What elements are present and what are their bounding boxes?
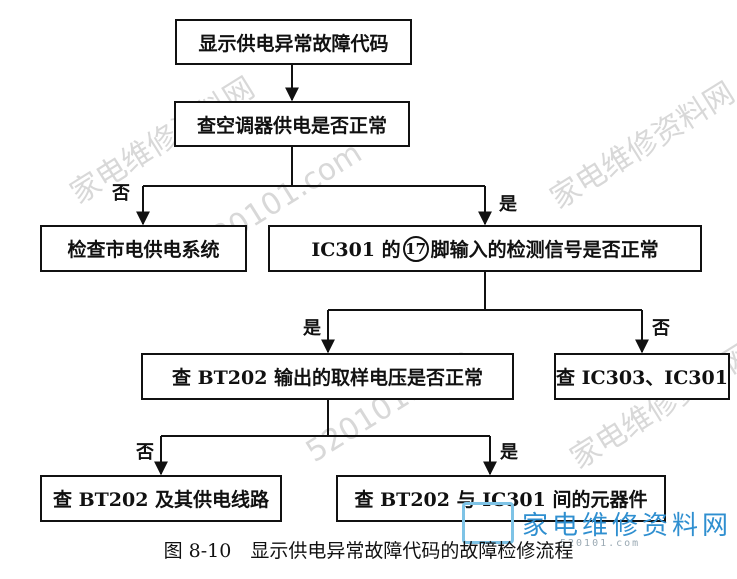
- node-check-power: 查空调器供电是否正常: [174, 101, 410, 147]
- edge-label-yes: 是: [303, 318, 321, 339]
- node-check-ic301-suffix: 脚输入的检测信号是否正常: [430, 239, 659, 261]
- edge-label-no: 否: [112, 183, 130, 204]
- node-check-ic301: IC301 的 17 脚输入的检测信号是否正常: [268, 225, 702, 272]
- node-check-ic301-prefix: IC301 的: [311, 239, 401, 261]
- node-check-mains: 检查市电供电系统: [40, 225, 247, 272]
- node-check-bt202-circuit: 查 BT202 及其供电线路: [40, 475, 282, 522]
- logo-url: 520101.com: [560, 538, 641, 549]
- node-check-ic303: 查 IC303、IC301: [554, 353, 730, 400]
- logo-text: 家电维修资料网: [522, 510, 733, 541]
- site-logo: 家电维修资料网: [462, 502, 732, 544]
- figure-caption: 图 8-10 显示供电异常故障代码的故障检修流程: [163, 540, 574, 562]
- pin-number-circle: 17: [402, 235, 429, 262]
- logo-mark-icon: [462, 502, 514, 544]
- edge-label-yes: 是: [500, 442, 518, 463]
- edge-label-no: 否: [652, 318, 670, 339]
- node-check-components: 查 BT202 与 IC301 间的元器件: [336, 475, 666, 522]
- edge-label-no: 否: [136, 442, 154, 463]
- node-check-bt202: 查 BT202 输出的取样电压是否正常: [141, 353, 514, 400]
- edge-label-yes: 是: [499, 194, 517, 215]
- node-start: 显示供电异常故障代码: [175, 19, 412, 65]
